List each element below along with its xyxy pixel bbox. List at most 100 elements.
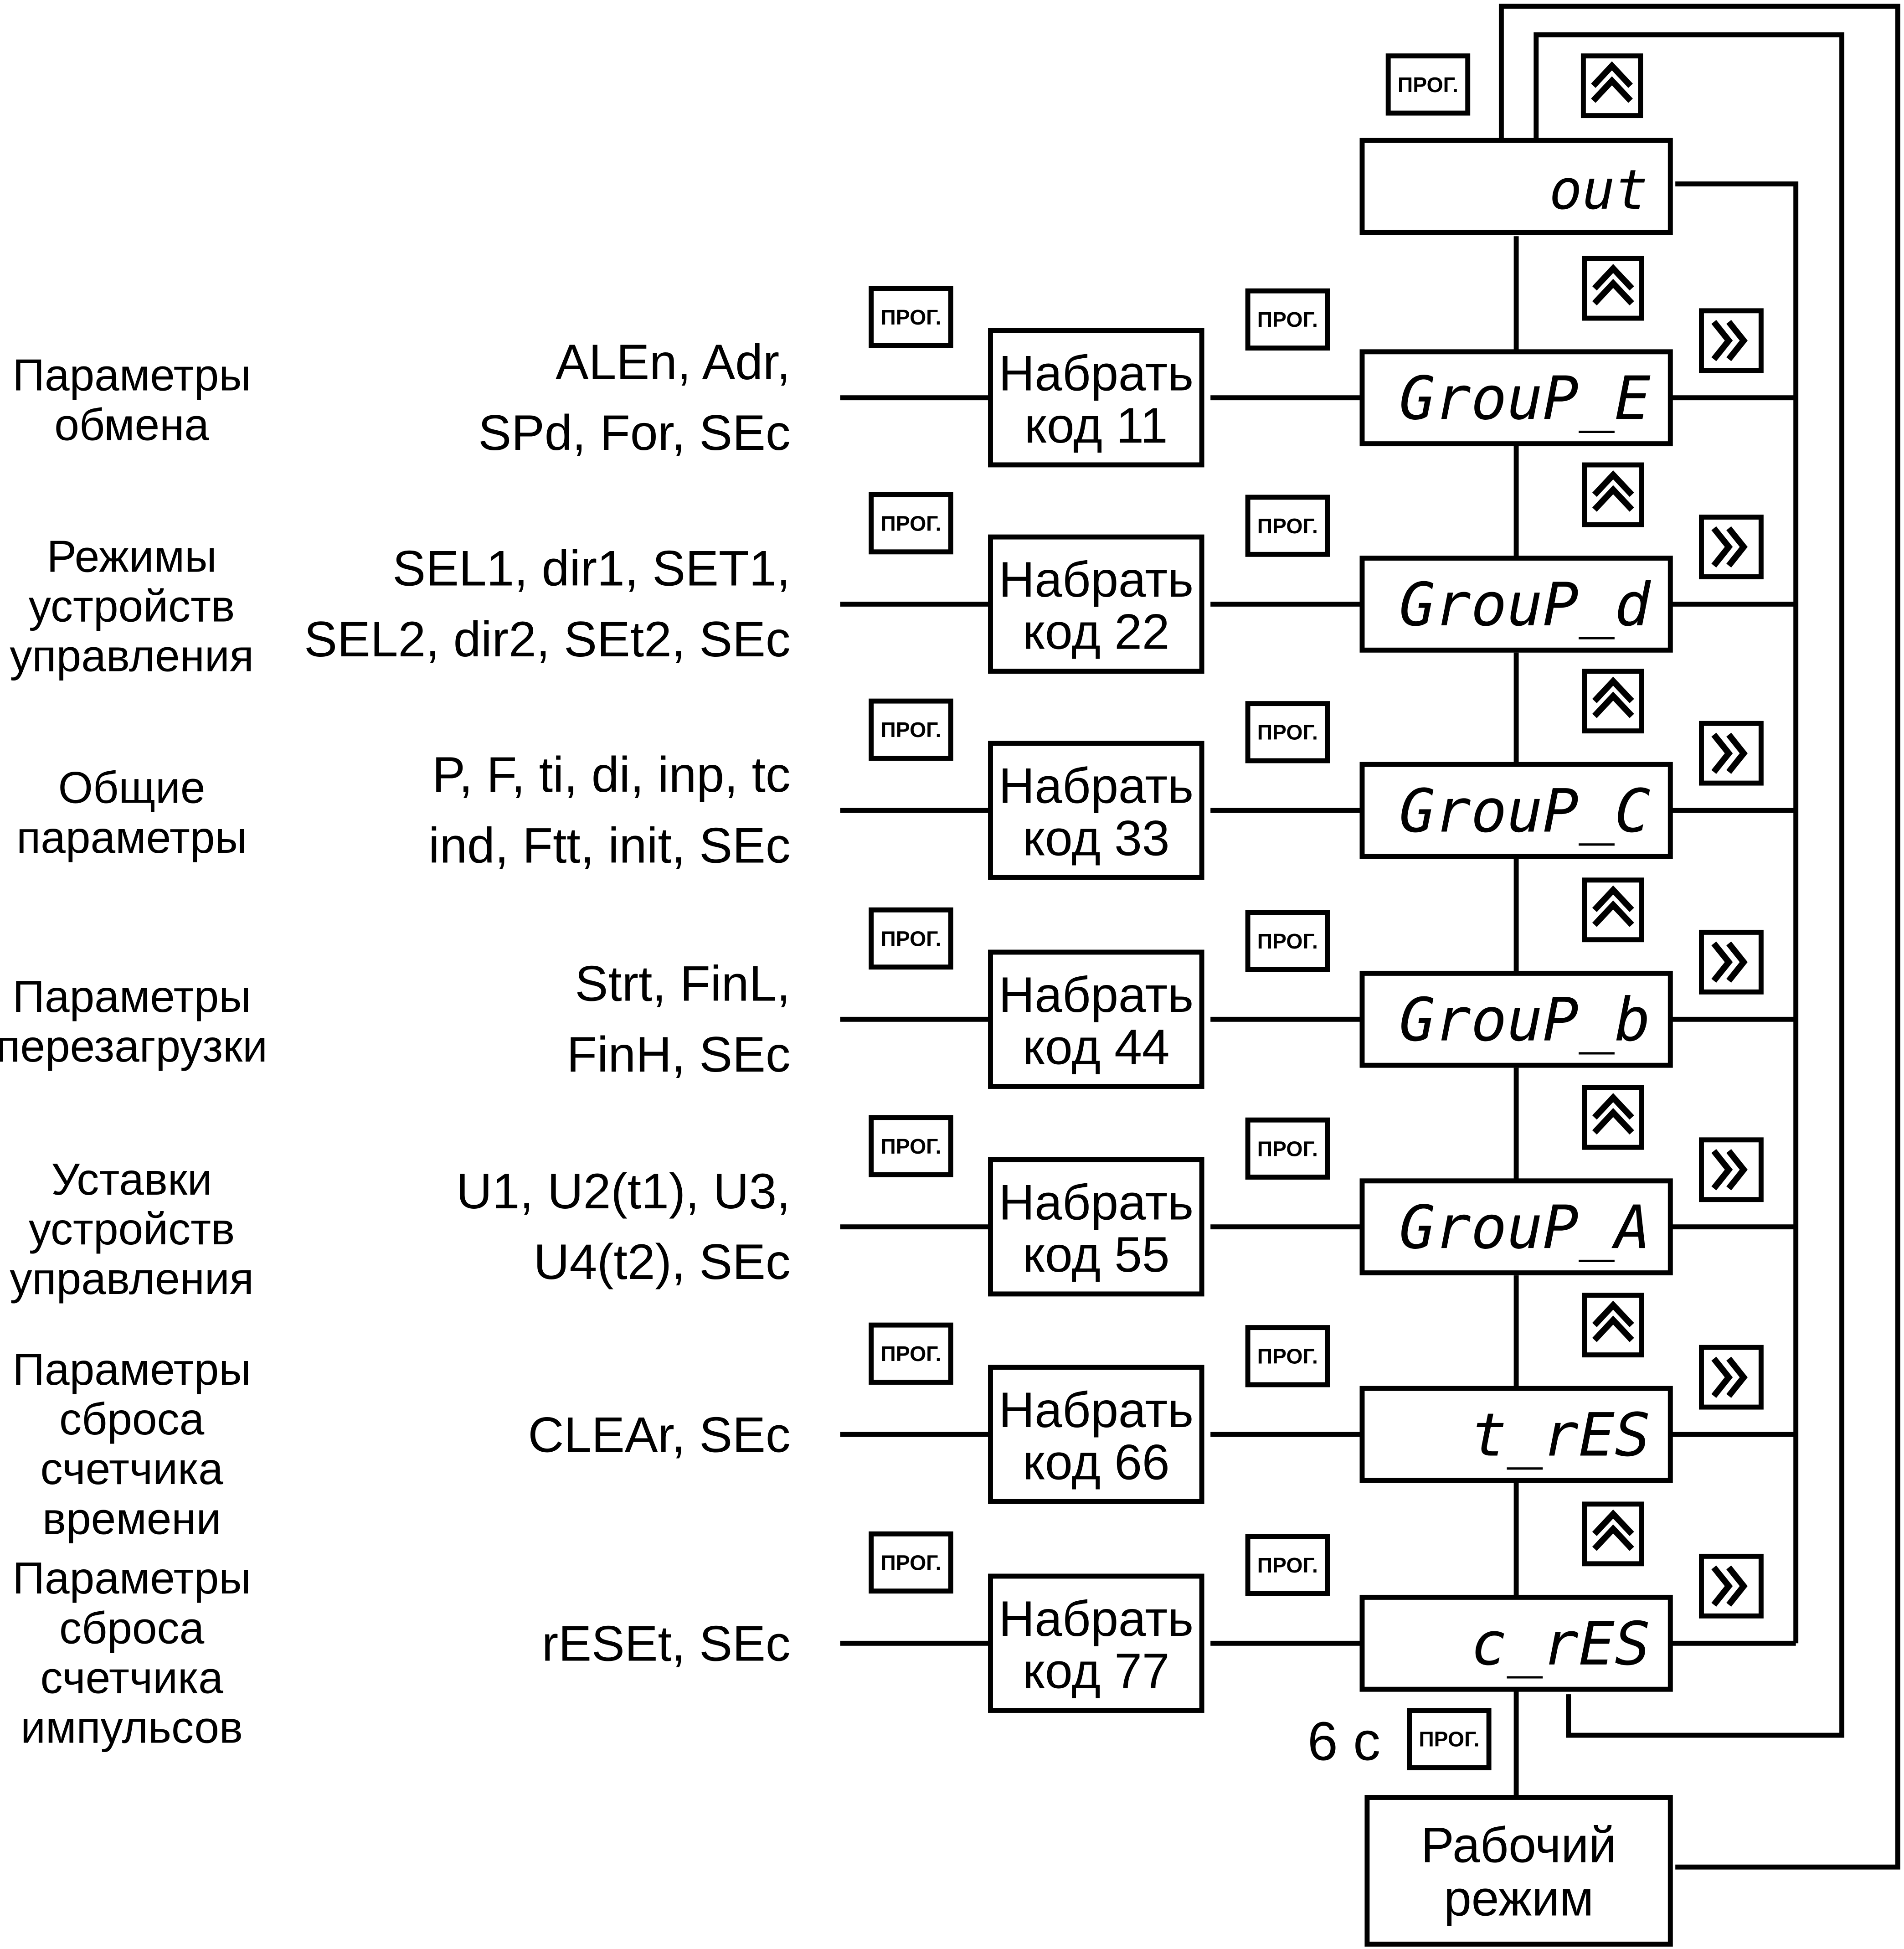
prog-key-label: ПРОГ. bbox=[1257, 308, 1318, 331]
params-line-2: U4(t2), SEc bbox=[534, 1234, 791, 1290]
params-line-2: FinH, SEc bbox=[566, 1027, 790, 1083]
display-c_rES bbox=[1359, 1594, 1673, 1692]
prog-key-label: ПРОГ. bbox=[880, 927, 941, 950]
prog-key-icon: ПРОГ. bbox=[869, 1322, 953, 1385]
group-desc-line: Параметры bbox=[12, 1344, 251, 1394]
prog-key-icon: ПРОГ. bbox=[869, 286, 953, 348]
code-box-3 bbox=[988, 741, 1204, 880]
display-text-c_rES: c_rES bbox=[1471, 1609, 1651, 1679]
params-line-2: SEL2, dir2, SEt2, SEc bbox=[304, 612, 790, 667]
code-line-2: код 77 bbox=[1023, 1644, 1170, 1699]
prog-key-icon: ПРОГ. bbox=[869, 907, 953, 970]
params-line-2: SPd, For, SEc bbox=[478, 405, 790, 461]
display-GrouP_b bbox=[1359, 970, 1673, 1068]
code-line-1: Набрать bbox=[998, 1382, 1194, 1438]
prog-key-icon: ПРОГ. bbox=[1245, 910, 1330, 972]
prog-key-icon: ПРОГ. bbox=[1245, 1117, 1330, 1180]
params-line-1: CLEAr, SEc bbox=[528, 1407, 791, 1463]
display-GrouP_A bbox=[1359, 1178, 1673, 1276]
group-desc-line: Общие bbox=[58, 763, 206, 813]
params-line-2: ind, Ftt, init, SEc bbox=[428, 818, 790, 874]
code-line-1: Набрать bbox=[998, 967, 1194, 1023]
display-text-GrouP_d: GrouP_d bbox=[1399, 570, 1652, 639]
group-desc-line: управления bbox=[10, 1253, 254, 1304]
prog-key-label: ПРОГ. bbox=[1419, 1727, 1479, 1751]
double-chevron-up-icon bbox=[1582, 1085, 1644, 1150]
code-line-2: код 22 bbox=[1023, 604, 1170, 660]
double-chevron-right-icon bbox=[1699, 929, 1764, 995]
group-desc-line: Параметры bbox=[12, 350, 251, 400]
double-chevron-up-icon bbox=[1582, 1293, 1644, 1358]
double-chevron-right-icon bbox=[1699, 721, 1764, 786]
prog-key-icon: ПРОГ. bbox=[869, 1115, 953, 1177]
display-text-GrouP_b: GrouP_b bbox=[1399, 985, 1651, 1055]
double-chevron-right-icon bbox=[1699, 515, 1764, 579]
params-line-1: U1, U2(t1), U3, bbox=[456, 1164, 791, 1219]
group-desc-line: управления bbox=[10, 631, 254, 681]
double-chevron-right-icon bbox=[1699, 1345, 1764, 1410]
prog-key-icon: ПРОГ. bbox=[869, 698, 953, 761]
double-chevron-up-icon bbox=[1582, 1501, 1644, 1567]
group-desc-line: Параметры bbox=[12, 1553, 251, 1603]
prog-key-label: ПРОГ. bbox=[1257, 1553, 1318, 1577]
double-chevron-up-icon bbox=[1582, 256, 1644, 321]
group-desc-line: счетчика bbox=[40, 1444, 223, 1494]
work-mode-line-2: режим bbox=[1444, 1871, 1594, 1927]
params-line-1: SEL1, dir1, SET1, bbox=[392, 541, 790, 597]
group-desc-line: устройств bbox=[29, 1204, 235, 1254]
prog-key-icon: ПРОГ. bbox=[869, 492, 953, 555]
code-line-2: код 11 bbox=[1024, 398, 1168, 454]
prog-key-icon: ПРОГ. bbox=[1407, 1708, 1492, 1770]
display-out bbox=[1359, 138, 1673, 235]
prog-key-label: ПРОГ. bbox=[880, 1551, 941, 1574]
code-line-2: код 33 bbox=[1023, 810, 1170, 866]
code-box-2 bbox=[988, 534, 1204, 674]
code-line-2: код 55 bbox=[1023, 1227, 1170, 1283]
code-box-6 bbox=[988, 1365, 1204, 1504]
group-desc-line: устройств bbox=[29, 581, 235, 631]
prog-key-label: ПРОГ. bbox=[880, 512, 941, 536]
group-desc-line: обмена bbox=[54, 399, 209, 449]
code-line-2: код 66 bbox=[1023, 1434, 1170, 1490]
double-chevron-up-icon bbox=[1582, 877, 1644, 943]
prog-key-icon: ПРОГ. bbox=[1385, 53, 1471, 116]
exit-loop-to-workmode bbox=[1498, 4, 1900, 1870]
group-desc-line: Параметры bbox=[12, 971, 251, 1021]
prog-key-label: ПРОГ. bbox=[880, 1134, 941, 1158]
display-GrouP_E bbox=[1359, 349, 1673, 447]
params-line-1: Strt, FinL, bbox=[575, 956, 791, 1011]
connector-lines bbox=[840, 4, 1900, 1870]
group-desc-line: Режимы bbox=[46, 531, 216, 582]
code-line-1: Набрать bbox=[998, 1175, 1194, 1230]
loop-out-to-c_res bbox=[1533, 32, 1845, 1738]
prog-key-label: ПРОГ. bbox=[1257, 1345, 1318, 1368]
code-line-1: Набрать bbox=[998, 758, 1194, 814]
prog-key-icon: ПРОГ. bbox=[1245, 1325, 1330, 1387]
code-box-5 bbox=[988, 1157, 1204, 1297]
code-box-1 bbox=[988, 328, 1204, 468]
params-line-1: ALEn, Adr, bbox=[556, 335, 791, 390]
double-chevron-right-icon bbox=[1699, 308, 1764, 373]
double-chevron-up-icon bbox=[1582, 669, 1644, 734]
display-out-text: out bbox=[1549, 159, 1648, 222]
hold-time-label: 6 с bbox=[1307, 1711, 1380, 1772]
display-GrouP_d bbox=[1359, 556, 1673, 653]
display-GrouP_C bbox=[1359, 762, 1673, 859]
work-mode-box bbox=[1364, 1795, 1673, 1947]
double-chevron-up-icon bbox=[1582, 462, 1644, 527]
display-t_rES bbox=[1359, 1386, 1673, 1483]
display-text-t_rES: t_rES bbox=[1471, 1401, 1651, 1470]
group-desc-line: перезагрузки bbox=[0, 1021, 268, 1071]
prog-key-label: ПРОГ. bbox=[880, 1342, 941, 1366]
display-text-GrouP_E: GrouP_E bbox=[1399, 364, 1651, 433]
code-box-7 bbox=[988, 1573, 1204, 1713]
prog-key-label: ПРОГ. bbox=[1257, 514, 1318, 538]
double-chevron-right-icon bbox=[1699, 1137, 1764, 1202]
prog-key-label: ПРОГ. bbox=[1257, 721, 1318, 744]
work-mode-line-1: Рабочий bbox=[1421, 1817, 1616, 1873]
prog-key-icon: ПРОГ. bbox=[1245, 495, 1330, 557]
display-text-GrouP_A: GrouP_A bbox=[1399, 1193, 1651, 1262]
prog-key-label: ПРОГ. bbox=[1257, 1137, 1318, 1160]
